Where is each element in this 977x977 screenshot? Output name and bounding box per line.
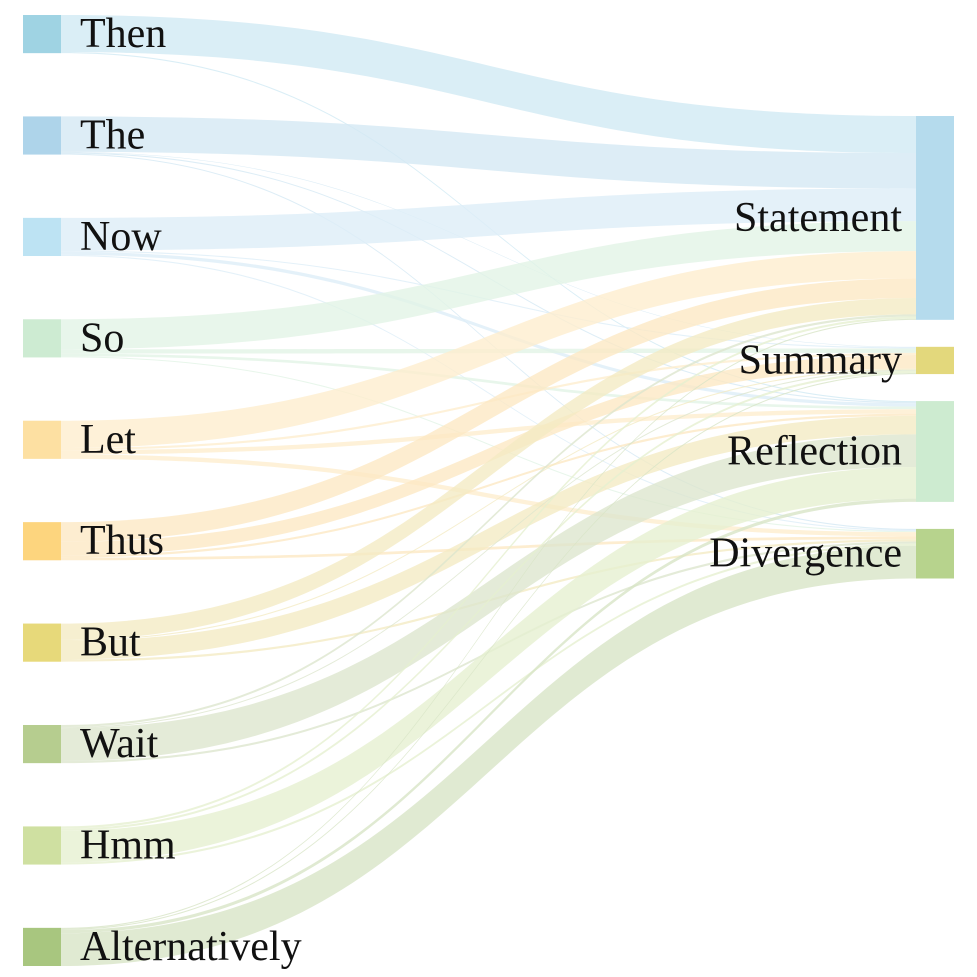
link-so-to-divergence (61, 356, 916, 533)
labels-layer: ThenTheNowSoLetThusButWaitHmmAlternative… (80, 11, 902, 970)
node-label-divergence: Divergence (709, 531, 902, 577)
link-then-to-statement (61, 15, 916, 154)
node-reflection (916, 401, 954, 502)
link-thus-to-statement (61, 278, 916, 542)
node-label-so: So (80, 315, 124, 361)
link-let-to-reflection (61, 409, 916, 455)
link-wait-to-summary (61, 369, 916, 729)
link-alternatively-to-summary (61, 372, 916, 931)
node-label-now: Now (80, 214, 162, 260)
node-label-reflection: Reflection (727, 428, 902, 474)
link-now-to-reflection (61, 251, 916, 407)
node-label-hmm: Hmm (80, 822, 176, 868)
link-the-to-summary (61, 151, 916, 348)
links-layer (61, 15, 916, 966)
node-hmm (23, 826, 61, 865)
node-so (23, 319, 61, 358)
node-label-summary: Summary (739, 337, 902, 383)
node-now (23, 217, 61, 257)
node-label-but: But (80, 620, 141, 666)
node-label-statement: Statement (734, 195, 902, 241)
link-hmm-to-summary (61, 370, 916, 831)
link-the-to-statement (61, 116, 916, 189)
node-divergence (916, 528, 954, 579)
node-the (23, 116, 61, 155)
node-let (23, 420, 61, 459)
node-label-let: Let (80, 417, 136, 463)
node-label-wait: Wait (80, 721, 159, 767)
link-thus-to-reflection (61, 413, 916, 558)
link-hmm-to-statement (61, 316, 916, 829)
link-wait-to-reflection (61, 434, 916, 761)
link-alternatively-to-statement (61, 318, 916, 929)
node-then (23, 15, 61, 54)
node-label-thus: Thus (80, 518, 164, 564)
node-label-the: The (80, 113, 145, 159)
link-but-to-statement (61, 298, 916, 640)
link-thus-to-summary (61, 355, 916, 556)
node-label-then: Then (80, 11, 166, 57)
node-but (23, 623, 61, 662)
node-wait (23, 724, 61, 764)
link-now-to-statement (61, 188, 916, 251)
link-alternatively-to-reflection (61, 498, 916, 934)
link-so-to-statement (61, 221, 916, 350)
link-hmm-to-reflection (61, 467, 916, 863)
nodes-layer (23, 15, 954, 966)
link-alternatively-to-divergence (61, 545, 916, 966)
link-hmm-to-divergence (61, 543, 916, 865)
node-thus (23, 522, 61, 561)
link-so-to-reflection (61, 353, 916, 410)
link-let-to-divergence (61, 454, 916, 537)
node-summary (916, 346, 954, 375)
link-let-to-statement (61, 251, 916, 448)
node-label-alternatively: Alternatively (80, 924, 302, 970)
link-wait-to-statement (61, 314, 916, 728)
link-but-to-summary (61, 368, 916, 642)
link-thus-to-divergence (61, 536, 916, 561)
link-now-to-divergence (61, 254, 916, 532)
node-alternatively (23, 927, 61, 966)
link-but-to-reflection (61, 415, 916, 660)
node-statement (916, 116, 954, 320)
